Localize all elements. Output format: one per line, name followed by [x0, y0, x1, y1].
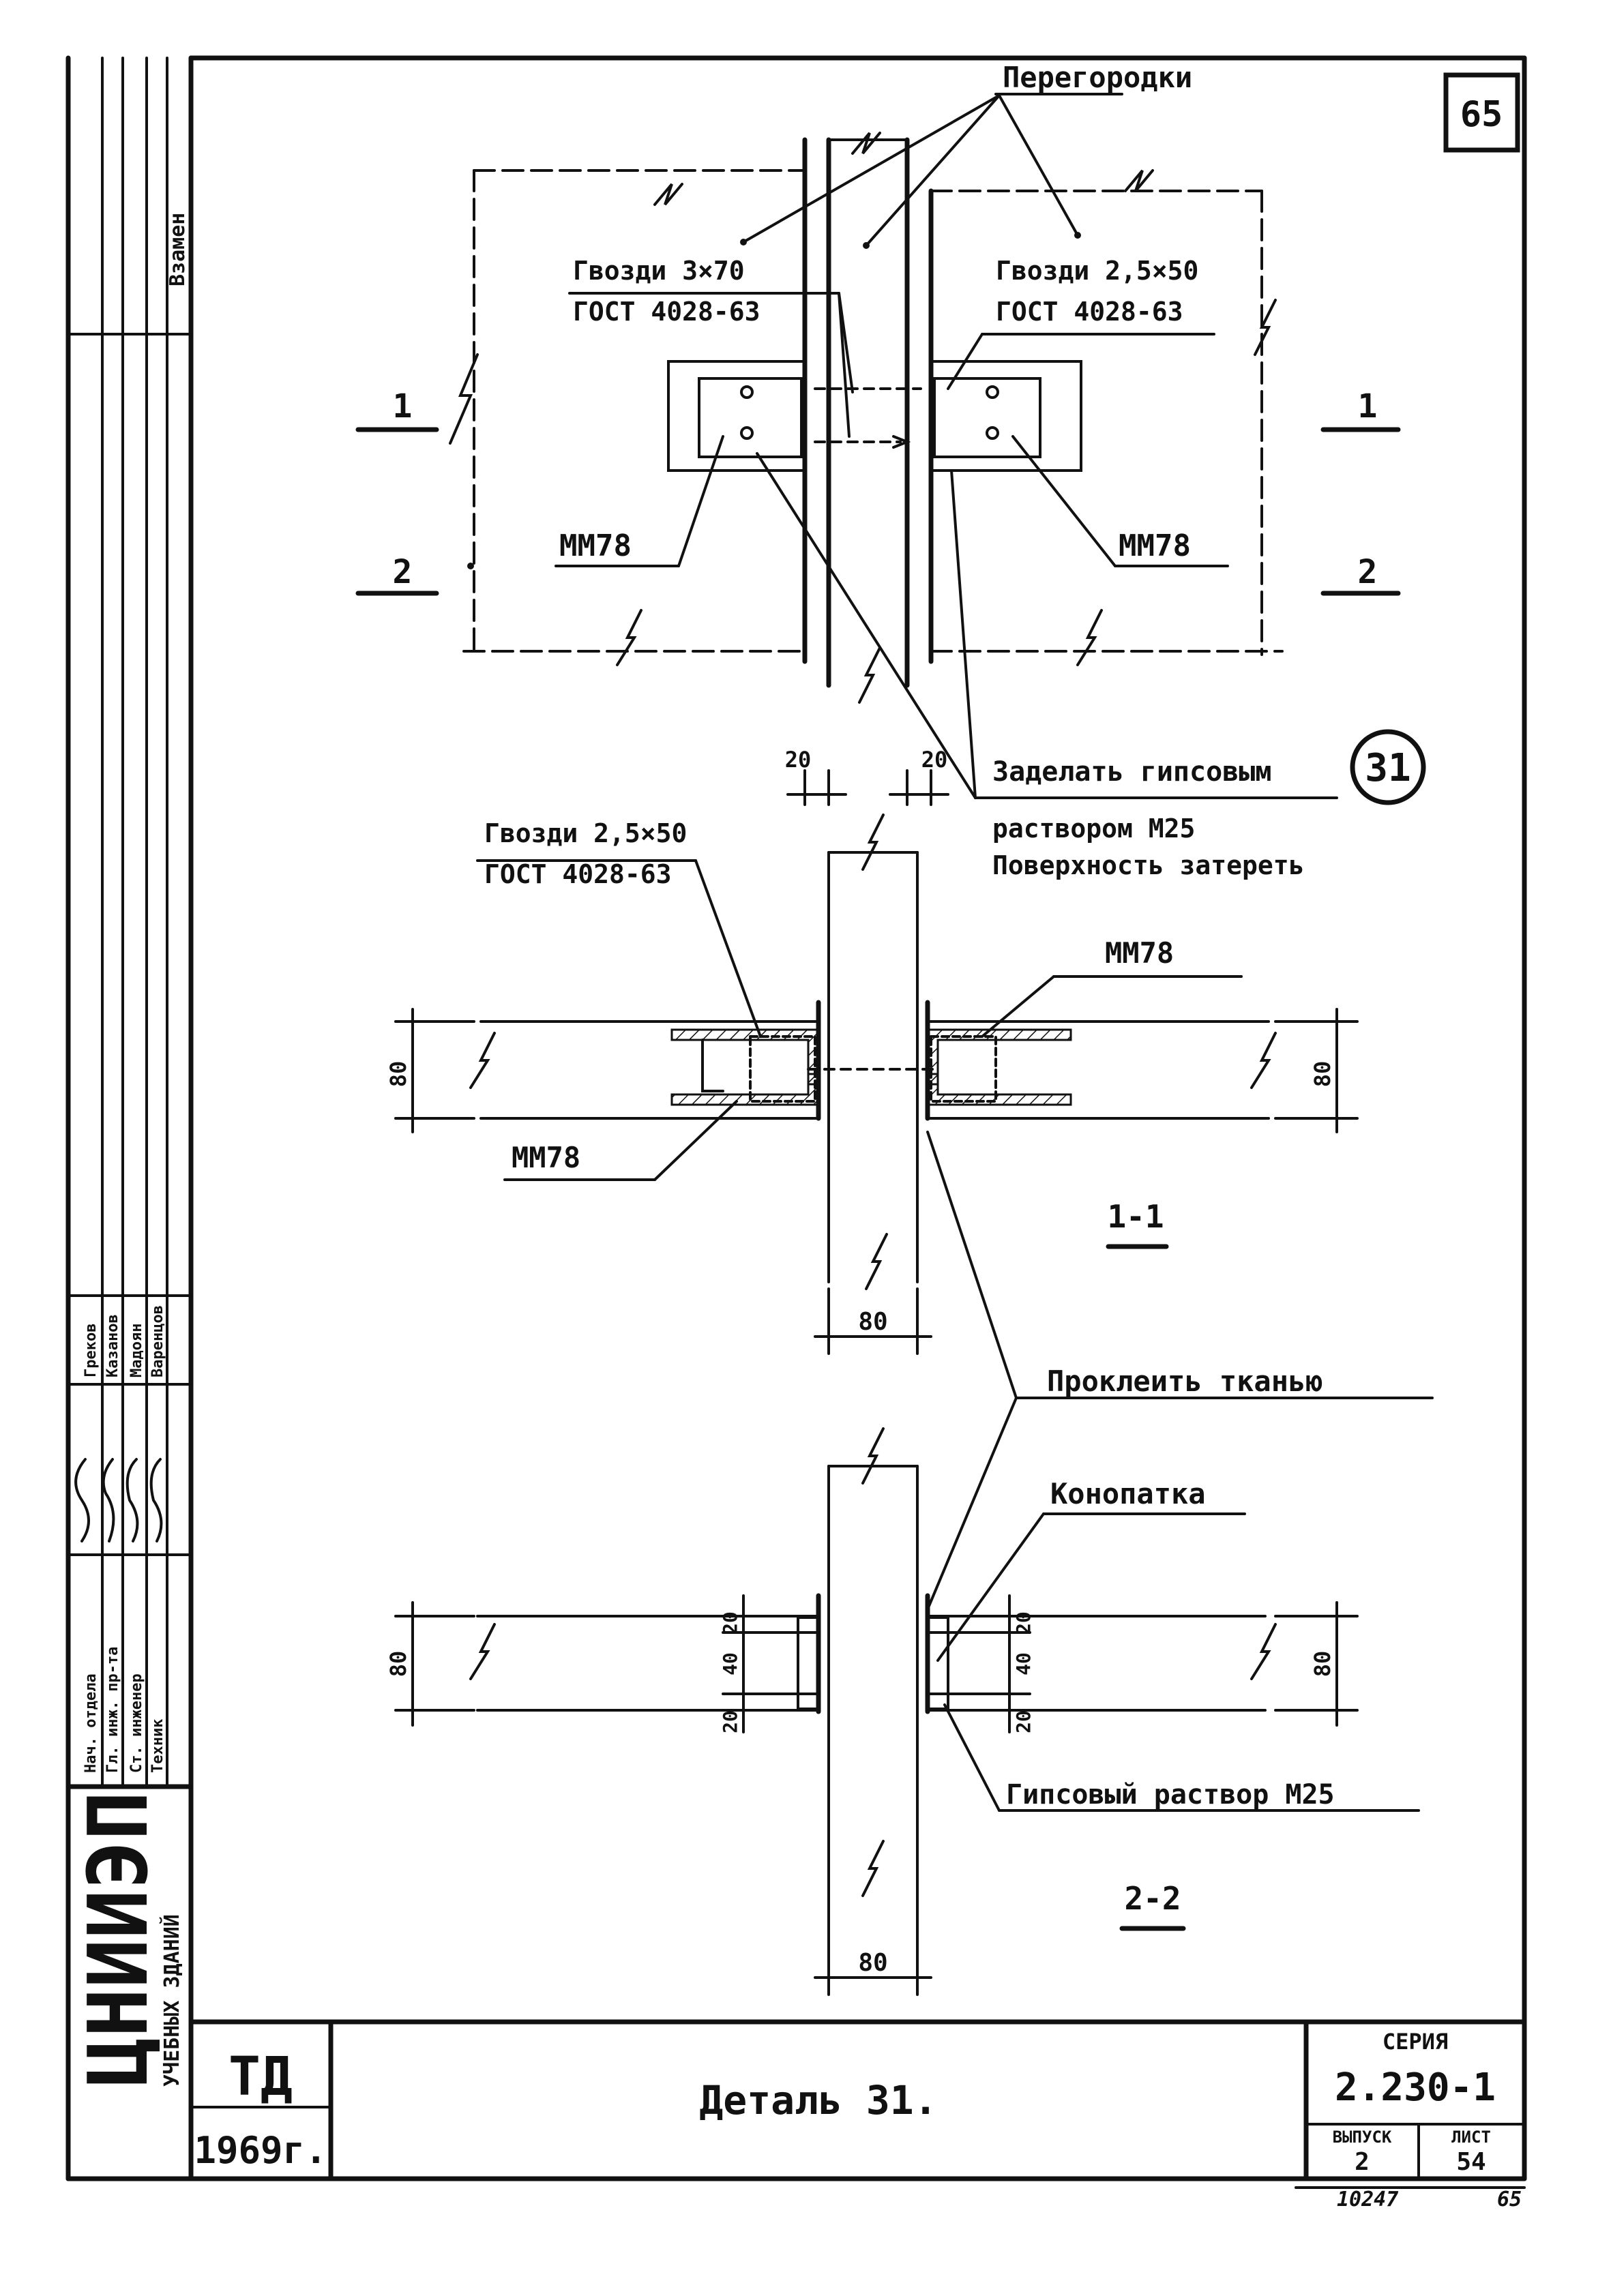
fabric-label: Проклеить тканью: [1047, 1365, 1323, 1398]
nails-1-1-line-1: Гвозди 2,5×50: [484, 818, 687, 848]
series-value: 2.230-1: [1335, 2066, 1496, 2110]
section-1-1-label: 1-1: [1107, 1198, 1164, 1235]
section-2-left: 2: [393, 553, 413, 591]
issue-value: 2: [1355, 2148, 1370, 2176]
nails-left-line-1: Гвозди 3×70: [573, 256, 745, 286]
name-1: Греков: [83, 1324, 100, 1377]
section-1-right: 1: [1358, 387, 1378, 426]
dim-2-2-left-total: 80: [385, 1651, 411, 1678]
dim-1-1-left: 80: [385, 1061, 411, 1088]
section-2-2: 80 20 40 20 20 40 20 80 80 Проклеить тка…: [385, 1131, 1434, 1996]
name-2: Казанов: [104, 1314, 121, 1377]
seal-line-1: Заделать гипсовым: [992, 756, 1271, 788]
dim-gap-right: 20: [921, 747, 948, 773]
mortar-label: Гипсовый раствор М25: [1006, 1779, 1335, 1810]
dim-gap-left: 20: [785, 747, 812, 773]
part-1-1-top: ММ78: [1105, 936, 1174, 970]
sheet-number-box: 65: [1443, 72, 1520, 153]
role-4: Техник: [149, 1719, 166, 1773]
part-1-1-bottom: ММ78: [512, 1141, 580, 1174]
sheet-label: ЛИСТ: [1451, 2128, 1491, 2147]
sheet-number: 65: [1460, 94, 1503, 135]
nails-right-line-2: ГОСТ 4028-63: [996, 297, 1183, 327]
dim-1-1-right: 80: [1310, 1061, 1335, 1088]
dim-2-2-left-top: 20: [719, 1611, 741, 1635]
replaces-label: Взамен: [166, 213, 190, 286]
sheet-value: 54: [1456, 2148, 1486, 2176]
role-3: Ст. инженер: [128, 1673, 145, 1773]
org-logo: ЦНИИЭП: [72, 1791, 166, 2087]
name-4: Варенцов: [149, 1305, 166, 1377]
inventory-number: 10247: [1337, 2188, 1398, 2211]
nails-right-line-1: Гвозди 2,5×50: [996, 256, 1198, 286]
plan-view: 1 2 1 2 20 20 Перегородки Гвозди 3×70 ГО…: [355, 61, 1426, 880]
org-logo-block: ЦНИИЭП УЧЕБНЫХ ЗДАНИЙ: [72, 1791, 184, 2087]
partitions-label: Перегородки: [1003, 61, 1192, 94]
dim-2-2-right-bot: 20: [1012, 1710, 1035, 1733]
detail-ref: 31: [1365, 746, 1410, 790]
series-label: СЕРИЯ: [1383, 2029, 1448, 2055]
section-2-right: 2: [1358, 553, 1378, 591]
part-left: ММ78: [559, 528, 632, 563]
page-number: 65: [1497, 2188, 1522, 2211]
role-2: Гл. инж. пр-та: [104, 1647, 121, 1773]
dim-2-2-right-mid: 40: [1012, 1652, 1035, 1675]
section-1-1: 80 80 80 Гвозди 2,5×50 ГОСТ 4028-63 ММ78…: [385, 814, 1359, 1355]
caulk-label: Конопатка: [1050, 1477, 1206, 1510]
nails-1-1-line-2: ГОСТ 4028-63: [484, 859, 672, 889]
year: 1969г.: [194, 2129, 327, 2172]
section-1-left: 1: [393, 387, 413, 426]
dim-2-2-left-bot: 20: [719, 1710, 741, 1733]
seal-line-3: Поверхность затереть: [992, 850, 1305, 880]
dim-2-2-left-mid: 40: [719, 1652, 741, 1675]
dim-2-2-right-total: 80: [1310, 1651, 1335, 1678]
name-3: Мадоян: [128, 1324, 145, 1377]
issue-label: ВЫПУСК: [1333, 2128, 1392, 2147]
section-2-2-label: 2-2: [1124, 1880, 1181, 1917]
drawing-title: Деталь 31.: [699, 2077, 937, 2123]
dim-1-1-bottom: 80: [858, 1308, 887, 1336]
part-right: ММ78: [1119, 528, 1191, 563]
org-subtitle: УЧЕБНЫХ ЗДАНИЙ: [160, 1914, 184, 2087]
title-block: ТД 1969г. Деталь 31. СЕРИЯ 2.230-1 ВЫПУС…: [188, 2019, 1527, 2211]
nails-left-line-2: ГОСТ 4028-63: [573, 297, 760, 327]
seal-line-2: раствором М25: [992, 814, 1195, 844]
role-1: Нач. отдела: [83, 1673, 100, 1773]
detail-ref-circle: [1350, 729, 1426, 805]
sheet-frame: [65, 55, 1527, 2181]
stamp-td: ТД: [228, 2046, 293, 2108]
signature-scribbles: [74, 1458, 163, 1542]
side-stamp: Взамен Нач. отдела Гл. инж. пр-та Ст. ин…: [74, 213, 190, 1773]
dim-2-2-bottom: 80: [858, 1949, 887, 1977]
dim-2-2-right-top: 20: [1012, 1611, 1035, 1635]
